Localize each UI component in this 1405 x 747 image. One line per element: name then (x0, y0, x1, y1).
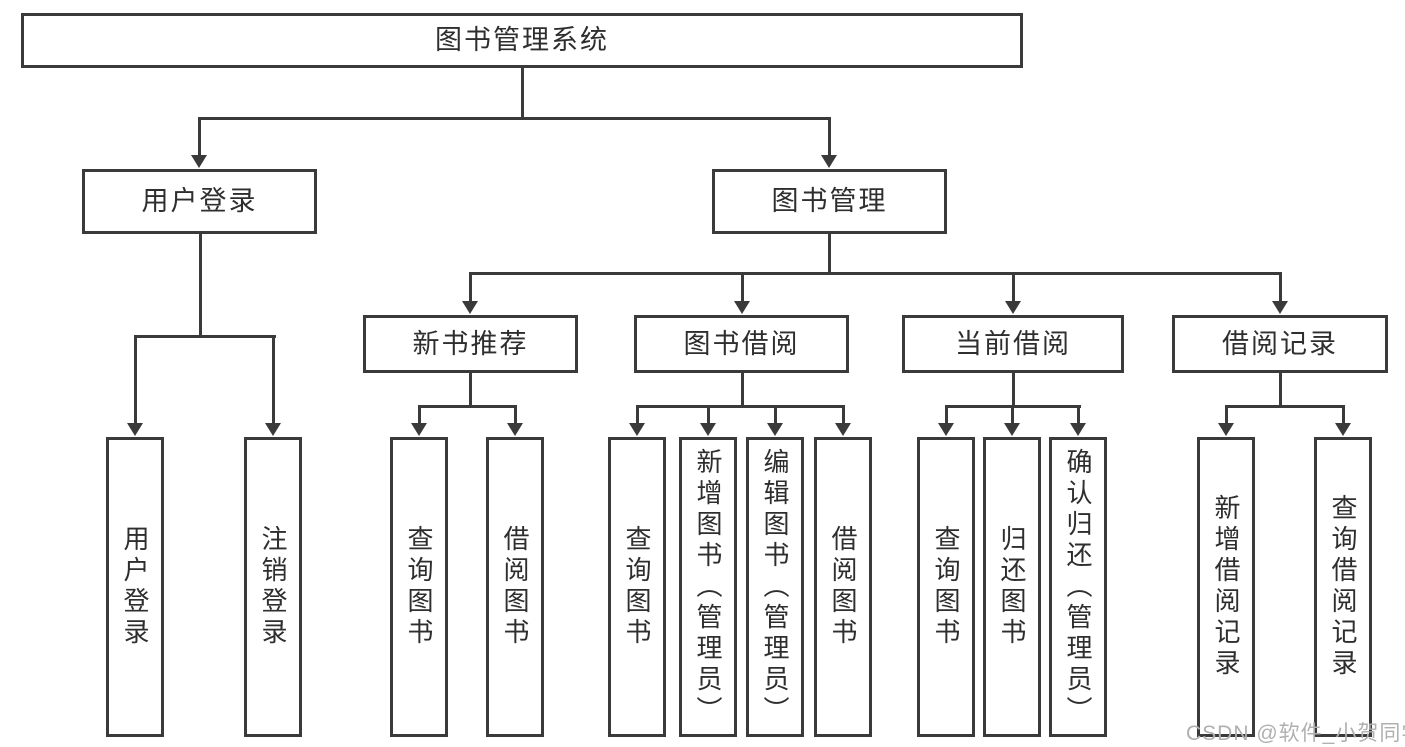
connector-arrow (417, 405, 421, 423)
connector-arrow (841, 405, 845, 423)
connector-arrow (706, 405, 710, 423)
connector-line (197, 117, 831, 120)
node-label: 归还图书 (997, 525, 1027, 649)
node-root: 图书管理系统 (21, 13, 1023, 68)
connector-line (1011, 373, 1015, 408)
node-leaf-add-borrow-record: 新增借阅记录 (1197, 437, 1255, 737)
connector-line (468, 272, 1282, 275)
connector-arrow (1224, 405, 1228, 423)
connector-arrow (468, 272, 472, 301)
connector-arrow (1341, 405, 1345, 423)
node-leaf-confirm-return-admin: 确认归还（管理员） (1049, 437, 1107, 737)
node-leaf-query-books-recommend: 查询图书 (390, 437, 448, 737)
node-leaf-borrow-books-borrowing: 借阅图书 (814, 437, 872, 737)
node-label: 编辑图书（管理员） (760, 447, 790, 727)
connector-arrow (197, 117, 201, 155)
node-label: 新书推荐 (412, 328, 529, 359)
node-label: 借阅图书 (500, 525, 530, 649)
connector-line (520, 68, 524, 118)
connector-line (740, 373, 744, 408)
connector-arrow (773, 405, 777, 423)
node-label: 查询图书 (622, 525, 652, 649)
connector-line (133, 335, 276, 338)
node-book-management: 图书管理 (712, 169, 947, 234)
node-label: 新增图书（管理员） (693, 447, 723, 727)
node-label: 查询借阅记录 (1328, 494, 1358, 680)
connector-line (827, 234, 831, 275)
connector-arrow (635, 405, 639, 423)
node-label: 用户登录 (120, 525, 150, 649)
connector-arrow (1010, 405, 1014, 423)
node-leaf-user-login: 用户登录 (106, 437, 164, 737)
node-label: 借阅图书 (828, 525, 858, 649)
node-label: 新增借阅记录 (1211, 494, 1241, 680)
connector-line (1224, 405, 1345, 408)
node-leaf-query-books-current: 查询图书 (917, 437, 975, 737)
connector-line (1278, 373, 1282, 408)
csdn-watermark: CSDN @软件_小贺同学 (1186, 722, 1405, 745)
node-label: 图书管理 (771, 186, 888, 216)
connector-arrow (944, 405, 948, 423)
connector-line (635, 405, 845, 408)
node-label: 查询图书 (404, 525, 434, 649)
node-label: 注销登录 (258, 525, 288, 649)
connector-arrow (1278, 272, 1282, 301)
node-current-borrowing: 当前借阅 (902, 315, 1124, 373)
node-leaf-edit-books-admin: 编辑图书（管理员） (746, 437, 804, 737)
node-leaf-logout: 注销登录 (244, 437, 302, 737)
connector-line (198, 234, 202, 338)
connector-arrow (827, 117, 831, 155)
node-label: 图书借阅 (683, 328, 800, 359)
node-borrow-records: 借阅记录 (1172, 315, 1388, 373)
connector-arrow (1011, 272, 1015, 301)
node-leaf-return-books: 归还图书 (983, 437, 1041, 737)
connector-arrow (513, 405, 517, 423)
connector-arrow (133, 335, 137, 423)
connector-arrow (271, 335, 275, 423)
node-new-book-recommend: 新书推荐 (363, 315, 578, 373)
node-book-borrowing: 图书借阅 (634, 315, 849, 373)
node-label: 确认归还（管理员） (1063, 447, 1093, 727)
node-leaf-borrow-books-recommend: 借阅图书 (486, 437, 544, 737)
connector-arrow (740, 272, 744, 301)
node-label: 当前借阅 (955, 328, 1071, 359)
node-leaf-query-borrow-record: 查询借阅记录 (1314, 437, 1372, 737)
connector-line (417, 405, 517, 408)
node-leaf-add-books-admin: 新增图书（管理员） (679, 437, 737, 737)
connector-line (468, 373, 472, 408)
node-label: 借阅记录 (1222, 328, 1338, 359)
node-user-login: 用户登录 (82, 169, 317, 234)
node-label: 用户登录 (141, 186, 258, 216)
node-label: 查询图书 (931, 525, 961, 649)
connector-arrow (1076, 405, 1080, 423)
node-leaf-query-books-borrowing: 查询图书 (608, 437, 666, 737)
node-label: 图书管理系统 (435, 25, 609, 55)
